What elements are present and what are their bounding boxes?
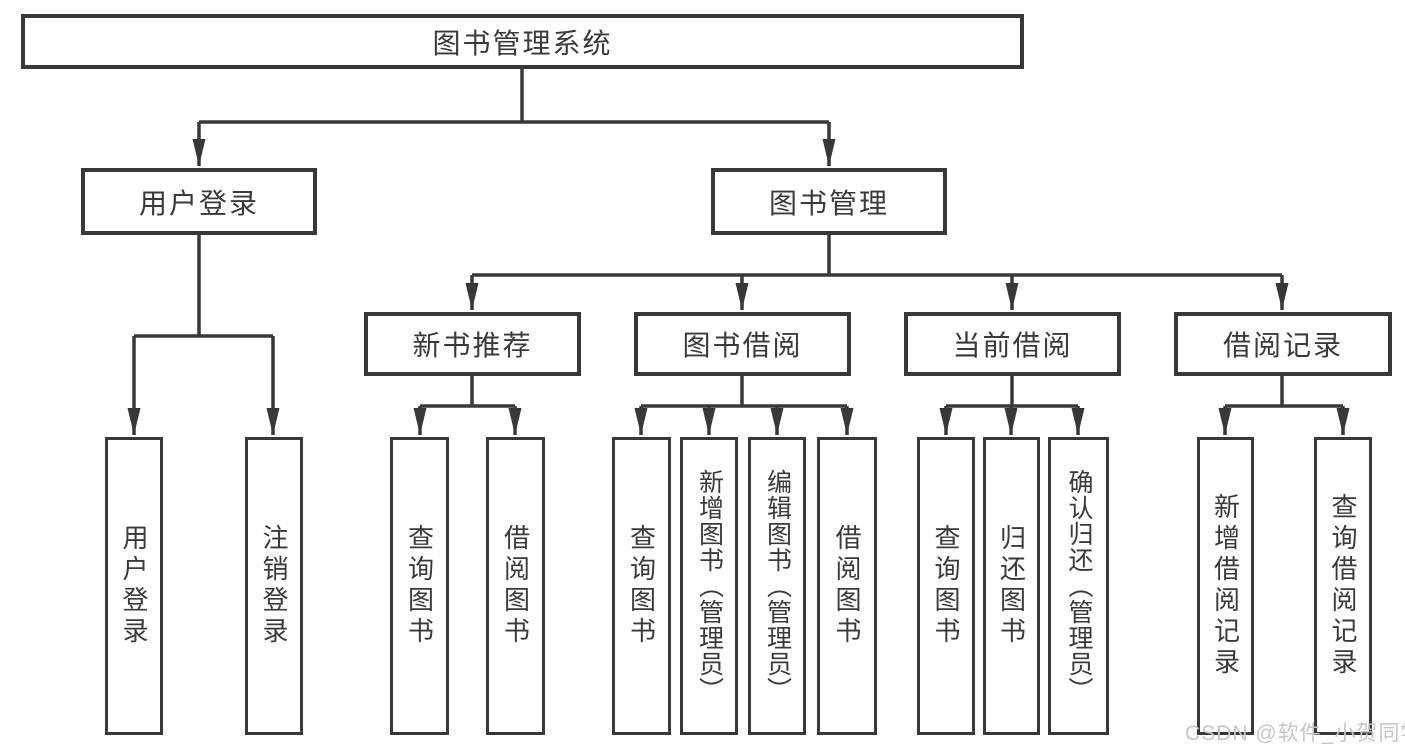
node-leaf-query-books-newbooks: 查询图书 xyxy=(390,437,449,735)
edge-borrow-records-bar xyxy=(1225,376,1343,408)
node-current-borrow-label: 当前借阅 xyxy=(952,330,1073,361)
node-leaf-borrow-books-newbooks: 借阅图书 xyxy=(486,437,545,735)
leaf-label: 查询图书 xyxy=(931,524,961,648)
leaf-label: 借阅图书 xyxy=(832,524,862,648)
node-new-books: 新书推荐 xyxy=(364,312,581,376)
node-leaf-confirm-return-admin: 确认归还（管理员） xyxy=(1048,437,1109,735)
node-leaf-add-books-admin: 新增图书（管理员） xyxy=(680,437,738,735)
node-root-system: 图书管理系统 xyxy=(21,14,1024,69)
leaf-label: 查询图书 xyxy=(626,524,657,648)
node-leaf-user-login: 用户登录 xyxy=(105,437,163,735)
node-leaf-return-books: 归还图书 xyxy=(983,437,1040,735)
csdn-watermark: CSDN @软件_小贺同学 xyxy=(1185,722,1405,745)
node-leaf-logout: 注销登录 xyxy=(245,437,303,735)
node-book-borrow: 图书借阅 xyxy=(634,312,851,376)
leaf-label: 用户登录 xyxy=(119,524,149,648)
node-leaf-add-borrow-record: 新增借阅记录 xyxy=(1197,437,1254,735)
node-leaf-query-books-borrow: 查询图书 xyxy=(612,437,671,735)
node-borrow-records-label: 借阅记录 xyxy=(1222,330,1343,361)
node-root-label: 图书管理系统 xyxy=(432,27,613,59)
node-current-borrow: 当前借阅 xyxy=(904,312,1121,376)
edge-root-bar xyxy=(199,69,829,124)
node-leaf-query-books-current: 查询图书 xyxy=(917,437,975,735)
edge-user-login-bar xyxy=(134,235,273,338)
leaf-label: 归还图书 xyxy=(996,524,1027,648)
node-leaf-edit-books-admin: 编辑图书（管理员） xyxy=(748,437,806,735)
node-book-mgmt-label: 图书管理 xyxy=(768,187,889,219)
leaf-label: 查询借阅记录 xyxy=(1328,493,1358,679)
node-leaf-borrow-books-borrow: 借阅图书 xyxy=(817,437,877,735)
leaf-label: 确认归还（管理员） xyxy=(1065,469,1093,703)
node-borrow-records: 借阅记录 xyxy=(1174,312,1392,376)
leaf-label: 新增图书（管理员） xyxy=(695,469,724,703)
node-new-books-label: 新书推荐 xyxy=(412,330,533,361)
leaf-label: 新增借阅记录 xyxy=(1210,493,1241,679)
leaf-label: 借阅图书 xyxy=(500,524,531,648)
edge-book-borrow-bar xyxy=(641,376,847,408)
leaf-label: 查询图书 xyxy=(404,524,435,648)
leaf-label: 编辑图书（管理员） xyxy=(763,469,792,703)
node-user-login-label: 用户登录 xyxy=(138,187,259,219)
edge-new-books-bar xyxy=(420,376,515,408)
node-book-mgmt: 图书管理 xyxy=(711,168,947,235)
edge-book-mgmt-bar xyxy=(472,235,1282,277)
edge-current-borrow-bar xyxy=(946,376,1078,408)
leaf-label: 注销登录 xyxy=(259,524,289,648)
node-book-borrow-label: 图书借阅 xyxy=(682,330,803,361)
node-leaf-query-borrow-record: 查询借阅记录 xyxy=(1314,437,1372,735)
node-user-login: 用户登录 xyxy=(81,168,317,235)
